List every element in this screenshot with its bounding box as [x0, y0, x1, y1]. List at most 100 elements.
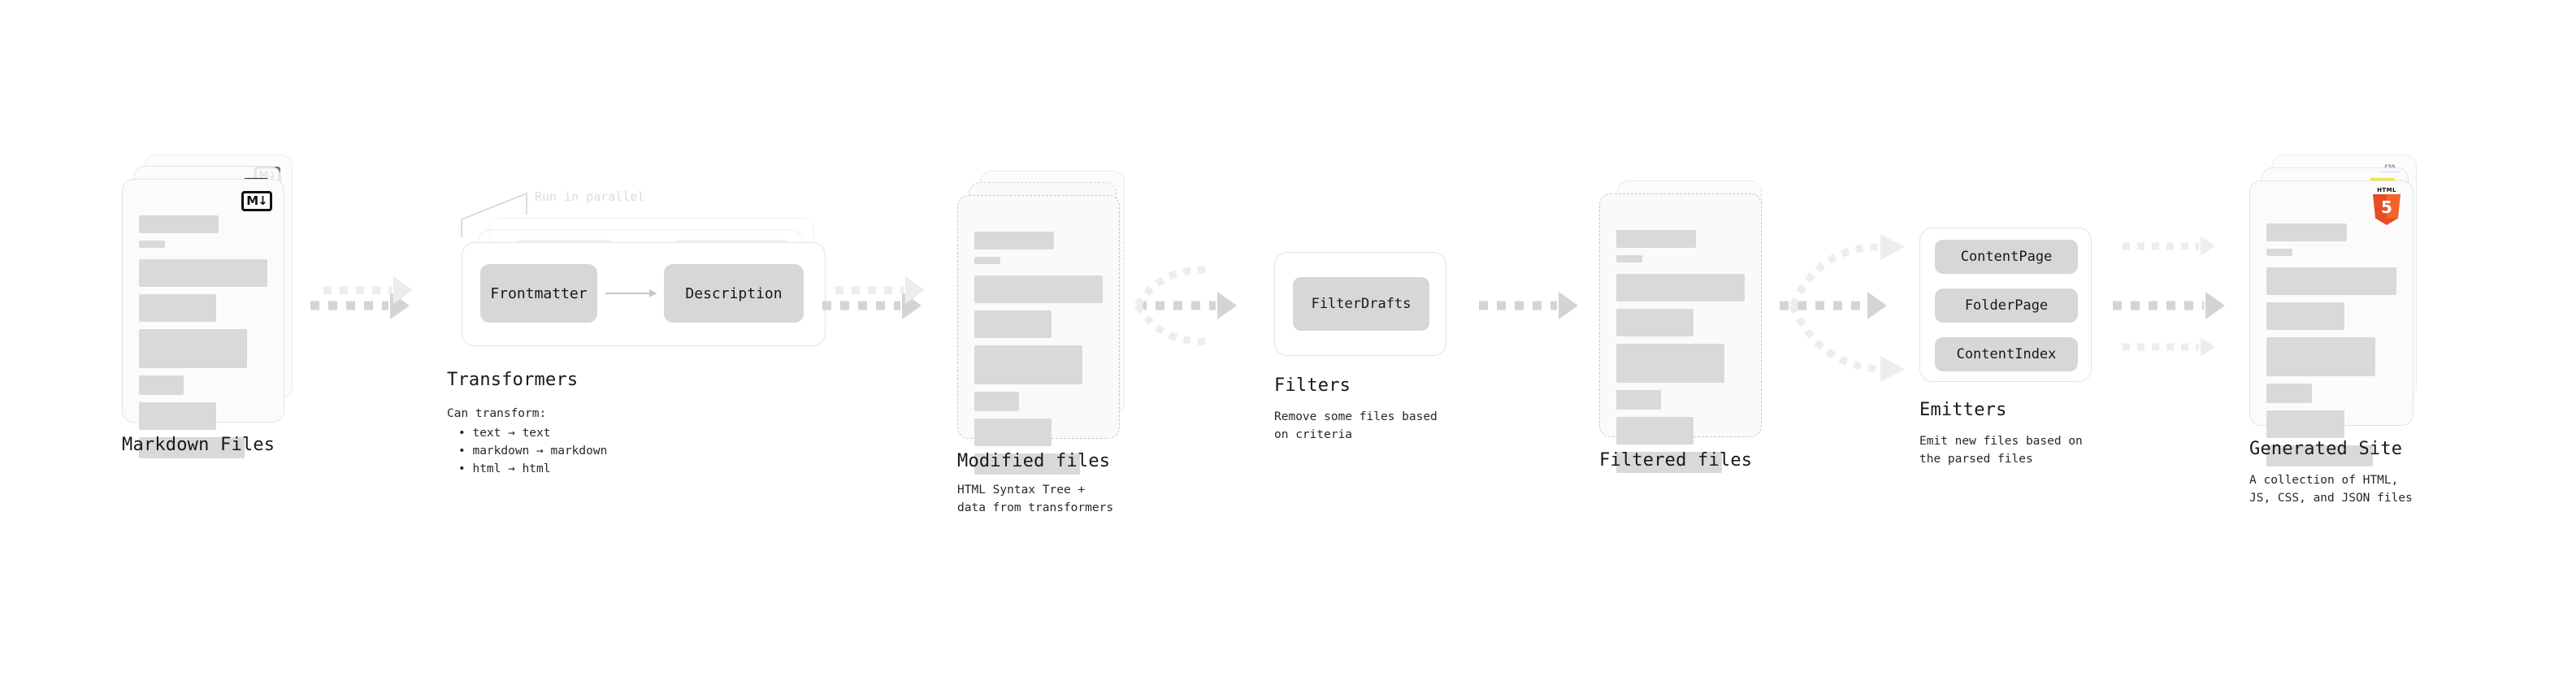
card-skeleton	[1616, 230, 1745, 480]
skeleton-bar	[2266, 267, 2396, 295]
arrow-transformers-to-modified-ghost	[835, 276, 925, 304]
skeleton-bar	[139, 402, 216, 430]
html5-icon-digit: 5	[2381, 197, 2392, 217]
skeleton-bar	[139, 375, 184, 395]
skeleton-bar	[1616, 274, 1745, 301]
modified-card-stack	[957, 171, 1128, 475]
stage-title-modified-files: Modified files	[957, 451, 1111, 471]
skeleton-bar	[1616, 390, 1662, 410]
stage-markdown-files: M↓ M↓ M↓ Markdown Files	[122, 154, 293, 458]
skeleton-bar	[139, 259, 267, 287]
arrow-head-icon	[1217, 292, 1237, 319]
skeleton-bar	[2266, 249, 2292, 256]
arrow-head-icon	[1867, 292, 1887, 319]
skeleton-bar	[139, 329, 247, 368]
card-skeleton	[974, 232, 1103, 482]
modified-card-front[interactable]	[957, 195, 1120, 475]
run-in-parallel-label: Run in parallel	[535, 189, 645, 204]
filter-chip-filterdrafts[interactable]: FilterDrafts	[1293, 277, 1429, 331]
arrow-filters-to-filtered	[1479, 291, 1580, 320]
skeleton-bar	[2266, 384, 2312, 403]
skeleton-bar	[2266, 410, 2344, 438]
emitter-chip-contentpage[interactable]: ContentPage	[1935, 240, 2078, 274]
css-icon-label: CSS	[2385, 165, 2396, 170]
transformer-bullets: • text → text • markdown → markdown • ht…	[447, 424, 607, 478]
stage-filtered-files: Filtered files	[1599, 180, 1770, 473]
skeleton-bar	[139, 294, 216, 322]
skeleton-bar	[2266, 445, 2374, 466]
run-in-parallel-bracket	[461, 192, 527, 237]
skeleton-bar	[1616, 344, 1724, 383]
filters-panel[interactable]: FilterDrafts	[1274, 252, 1446, 356]
arrow-emitters-to-site-top	[2123, 236, 2220, 257]
stage-generated-site: CSS HTML 5 Generated Site A collection o…	[2249, 154, 2424, 505]
skeleton-bar	[2266, 337, 2376, 376]
arrow-head-icon	[1559, 292, 1578, 319]
skeleton-bar	[2266, 302, 2344, 330]
stage-title-filtered-files: Filtered files	[1599, 450, 1753, 471]
stage-title-filters: Filters	[1274, 375, 1351, 396]
card-skeleton	[2266, 223, 2396, 474]
arrow-emitters-to-site-bottom	[2123, 336, 2220, 358]
arrow-filtered-to-emitters	[1780, 291, 1887, 320]
skeleton-bar	[974, 257, 1000, 264]
stage-title-emitters: Emitters	[1919, 400, 2007, 420]
arrow-head-icon	[2201, 337, 2215, 357]
stage-caption-transformers: Can transform:	[447, 407, 547, 420]
emitters-panel[interactable]: ContentPage FolderPage ContentIndex	[1919, 228, 2092, 382]
stage-modified-files: Modified files HTML Syntax Tree + data f…	[957, 171, 1128, 514]
arrow-head-icon	[905, 276, 925, 304]
transformer-chip-frontmatter[interactable]: Frontmatter	[480, 264, 597, 323]
transformer-chip-description[interactable]: Description	[664, 264, 804, 323]
markdown-card-stack: M↓ M↓ M↓	[122, 154, 293, 458]
stage-caption-generated-site: A collection of HTML, JS, CSS, and JSON …	[2249, 474, 2413, 505]
emitter-chip-contentindex[interactable]: ContentIndex	[1935, 337, 2078, 371]
html5-icon-label: HTML	[2377, 187, 2396, 193]
skeleton-bar	[974, 275, 1103, 303]
filtered-card-stack	[1599, 180, 1770, 473]
stage-title-transformers: Transformers	[447, 370, 579, 390]
skeleton-bar	[1616, 255, 1642, 262]
skeleton-bar	[1616, 452, 1722, 473]
transformer-arrow	[605, 289, 657, 297]
skeleton-bar	[974, 419, 1052, 446]
html5-icon: HTML 5	[2370, 188, 2403, 225]
skeleton-bar	[1616, 417, 1693, 445]
skeleton-bar	[974, 345, 1082, 384]
bullet-item: • text → text	[458, 427, 551, 440]
skeleton-bar	[1616, 230, 1696, 248]
html5-icon-shield: 5	[2373, 194, 2400, 225]
skeleton-bar	[139, 437, 245, 458]
site-card-html[interactable]: HTML 5	[2249, 180, 2413, 466]
stage-caption-emitters: Emit new files based on the parsed files	[1919, 435, 2083, 466]
skeleton-bar	[2266, 223, 2348, 241]
arrow-head-icon	[2205, 292, 2225, 319]
skeleton-bar	[139, 215, 219, 233]
arrow-emitters-to-site-mid	[2113, 291, 2227, 320]
stage-title-markdown-files: Markdown Files	[122, 435, 275, 455]
card-skeleton	[139, 215, 267, 466]
md-badge-icon: M↓	[241, 191, 272, 211]
arrow-modified-curve-ghost	[1134, 266, 1207, 345]
stage-caption-modified-files: HTML Syntax Tree + data from transformer…	[957, 484, 1114, 515]
arrow-modified-to-filters	[1138, 291, 1238, 320]
skeleton-bar	[1616, 309, 1693, 336]
transformer-panel-front[interactable]: Frontmatter Description	[462, 242, 826, 346]
skeleton-bar	[974, 392, 1020, 411]
markdown-card-front[interactable]: M↓	[122, 179, 284, 458]
skeleton-bar	[974, 310, 1052, 338]
emitter-chip-folderpage[interactable]: FolderPage	[1935, 288, 2078, 323]
skeleton-bar	[974, 453, 1080, 475]
stage-title-generated-site: Generated Site	[2249, 439, 2403, 459]
arrow-head-icon	[393, 276, 413, 304]
skeleton-bar	[974, 232, 1054, 249]
bullet-item: • html → html	[458, 462, 551, 476]
bullet-item: • markdown → markdown	[458, 445, 608, 458]
arrow-fanout-branches	[1789, 234, 1905, 382]
skeleton-bar	[139, 241, 165, 248]
arrow-markdown-to-transformers-ghost	[323, 276, 413, 304]
arrow-head-icon	[2201, 236, 2215, 256]
stage-caption-filters: Remove some files based on criteria	[1274, 410, 1438, 442]
filtered-card-front[interactable]	[1599, 193, 1762, 473]
